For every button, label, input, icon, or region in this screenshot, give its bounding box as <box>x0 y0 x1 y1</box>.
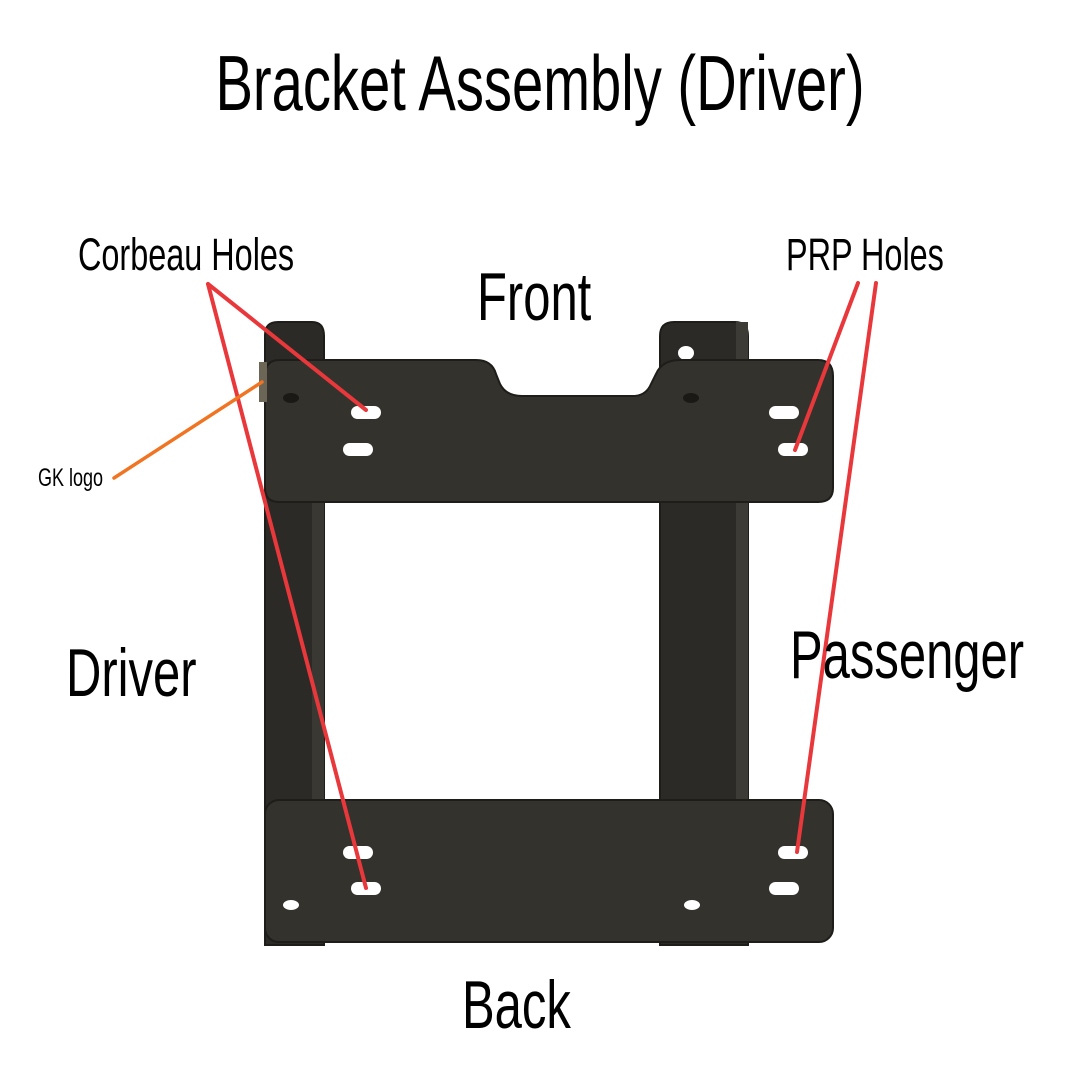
prp-slot-back-upper <box>778 846 808 859</box>
driver-label: Driver <box>66 635 197 711</box>
corbeau-callout-lines <box>206 282 368 890</box>
front-round-hole-left <box>283 393 299 403</box>
back-round-hole-left <box>283 900 299 910</box>
rail-hole <box>678 346 694 360</box>
prp-slot-front-lower <box>778 443 808 456</box>
front-label: Front <box>477 259 592 335</box>
back-round-hole-right <box>684 900 700 910</box>
back-plate <box>264 799 834 943</box>
corbeau-slot-front-upper <box>351 406 381 419</box>
page-title: Bracket Assembly (Driver) <box>215 39 865 127</box>
front-round-hole-right <box>683 393 699 403</box>
passenger-label: Passenger <box>790 617 1025 693</box>
corbeau-holes-label: Corbeau Holes <box>78 229 295 280</box>
corbeau-slot-front-lower <box>343 443 373 456</box>
prp-callout-lines <box>793 281 878 854</box>
back-label: Back <box>462 967 571 1043</box>
gk-logo-label: GK logo <box>38 464 104 492</box>
prp-slot-back-lower <box>769 882 799 895</box>
gk-logo-callout-line <box>112 380 264 480</box>
prp-holes-label: PRP Holes <box>786 229 944 280</box>
prp-slot-front-upper <box>769 406 799 419</box>
front-plate <box>259 359 834 503</box>
